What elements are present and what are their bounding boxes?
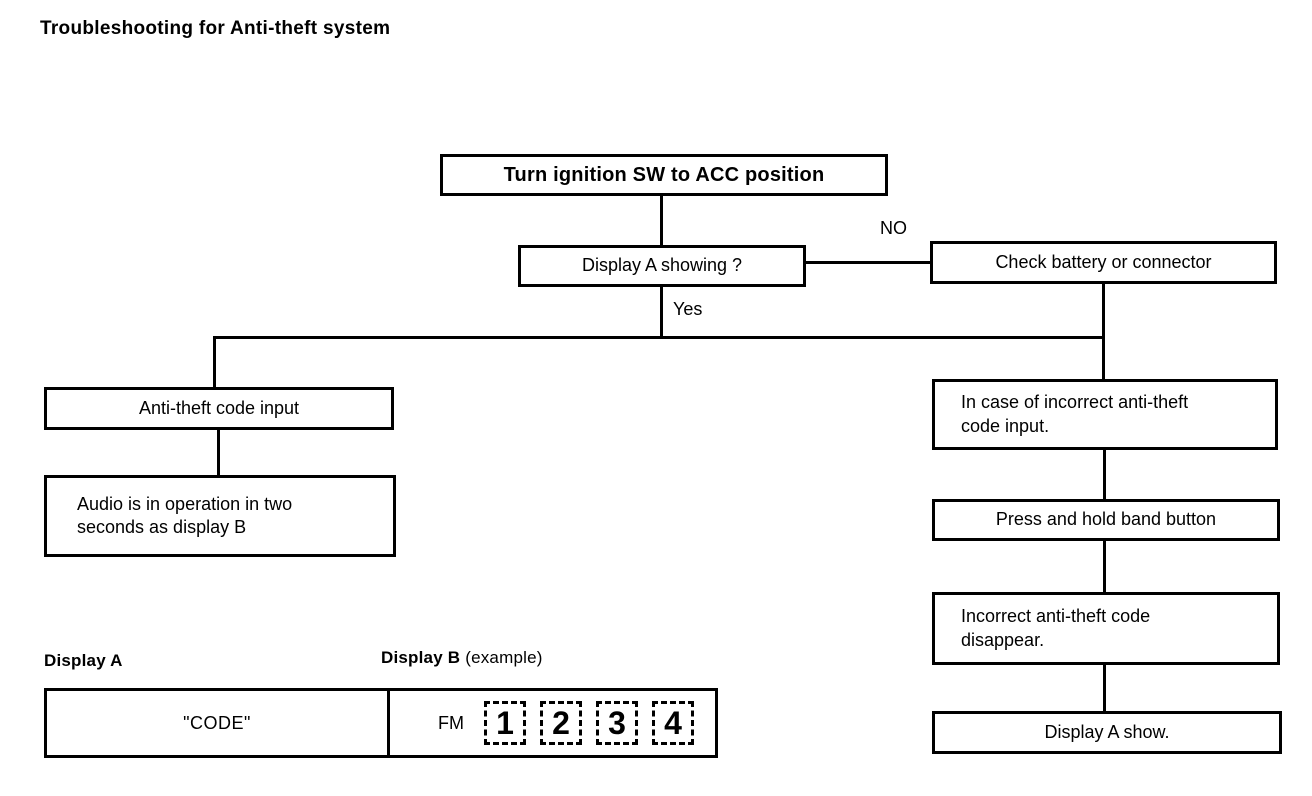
display-b-caption-note: (example) — [465, 648, 543, 667]
display-b-caption: Display B (example) — [381, 648, 543, 668]
label-no: NO — [880, 218, 907, 238]
node-incorrect-disappear-line1: Incorrect anti-theft code — [961, 606, 1151, 627]
node-audio-operation: Audio is in operation in two seconds as … — [44, 475, 396, 557]
node-display-a-show: Display A show. — [932, 711, 1282, 754]
connector-input-to-audio — [217, 430, 220, 475]
display-example-box: "CODE" FM 1 2 3 4 — [44, 688, 718, 758]
display-b-caption-bold: Display B — [381, 648, 461, 667]
connector-left-drop — [213, 336, 216, 387]
connector-press-to-disappear — [1103, 541, 1106, 592]
display-b-digit-1: 1 — [484, 701, 526, 745]
page-title: Troubleshooting for Anti-theft system — [40, 18, 391, 39]
label-yes: Yes — [673, 299, 703, 319]
display-b-digit-4: 4 — [652, 701, 694, 745]
node-in-case-incorrect-line2: code input. — [961, 415, 1050, 436]
connector-no-branch — [806, 261, 930, 264]
node-check-battery: Check battery or connector — [930, 241, 1277, 284]
node-in-case-incorrect-line1: In case of incorrect anti-theft — [961, 392, 1189, 413]
connector-incase-to-press — [1103, 450, 1106, 499]
node-in-case-incorrect: In case of incorrect anti-theft code inp… — [932, 379, 1278, 450]
connector-ignition-to-displayq — [660, 196, 663, 245]
connector-yes-drop — [660, 287, 663, 339]
connector-battery-to-incase — [1102, 284, 1105, 380]
node-turn-ignition: Turn ignition SW to ACC position — [440, 154, 888, 196]
node-press-hold-band: Press and hold band button — [932, 499, 1280, 541]
display-b-panel: FM 1 2 3 4 — [390, 691, 715, 755]
node-incorrect-disappear: Incorrect anti-theft code disappear. — [932, 592, 1280, 665]
node-display-a-showing: Display A showing ? — [518, 245, 806, 287]
node-incorrect-disappear-line2: disappear. — [961, 629, 1045, 650]
display-b-band-label: FM — [438, 712, 464, 733]
node-audio-operation-line2: seconds as display B — [77, 517, 247, 537]
display-a-value: "CODE" — [47, 691, 390, 755]
display-b-digit-2: 2 — [540, 701, 582, 745]
node-anti-theft-code-input: Anti-theft code input — [44, 387, 394, 430]
display-b-digit-3: 3 — [596, 701, 638, 745]
connector-branch-horizontal — [213, 336, 1105, 339]
node-audio-operation-line1: Audio is in operation in two — [77, 493, 293, 514]
display-a-caption: Display A — [44, 651, 123, 670]
connector-disappear-to-show — [1103, 665, 1106, 711]
